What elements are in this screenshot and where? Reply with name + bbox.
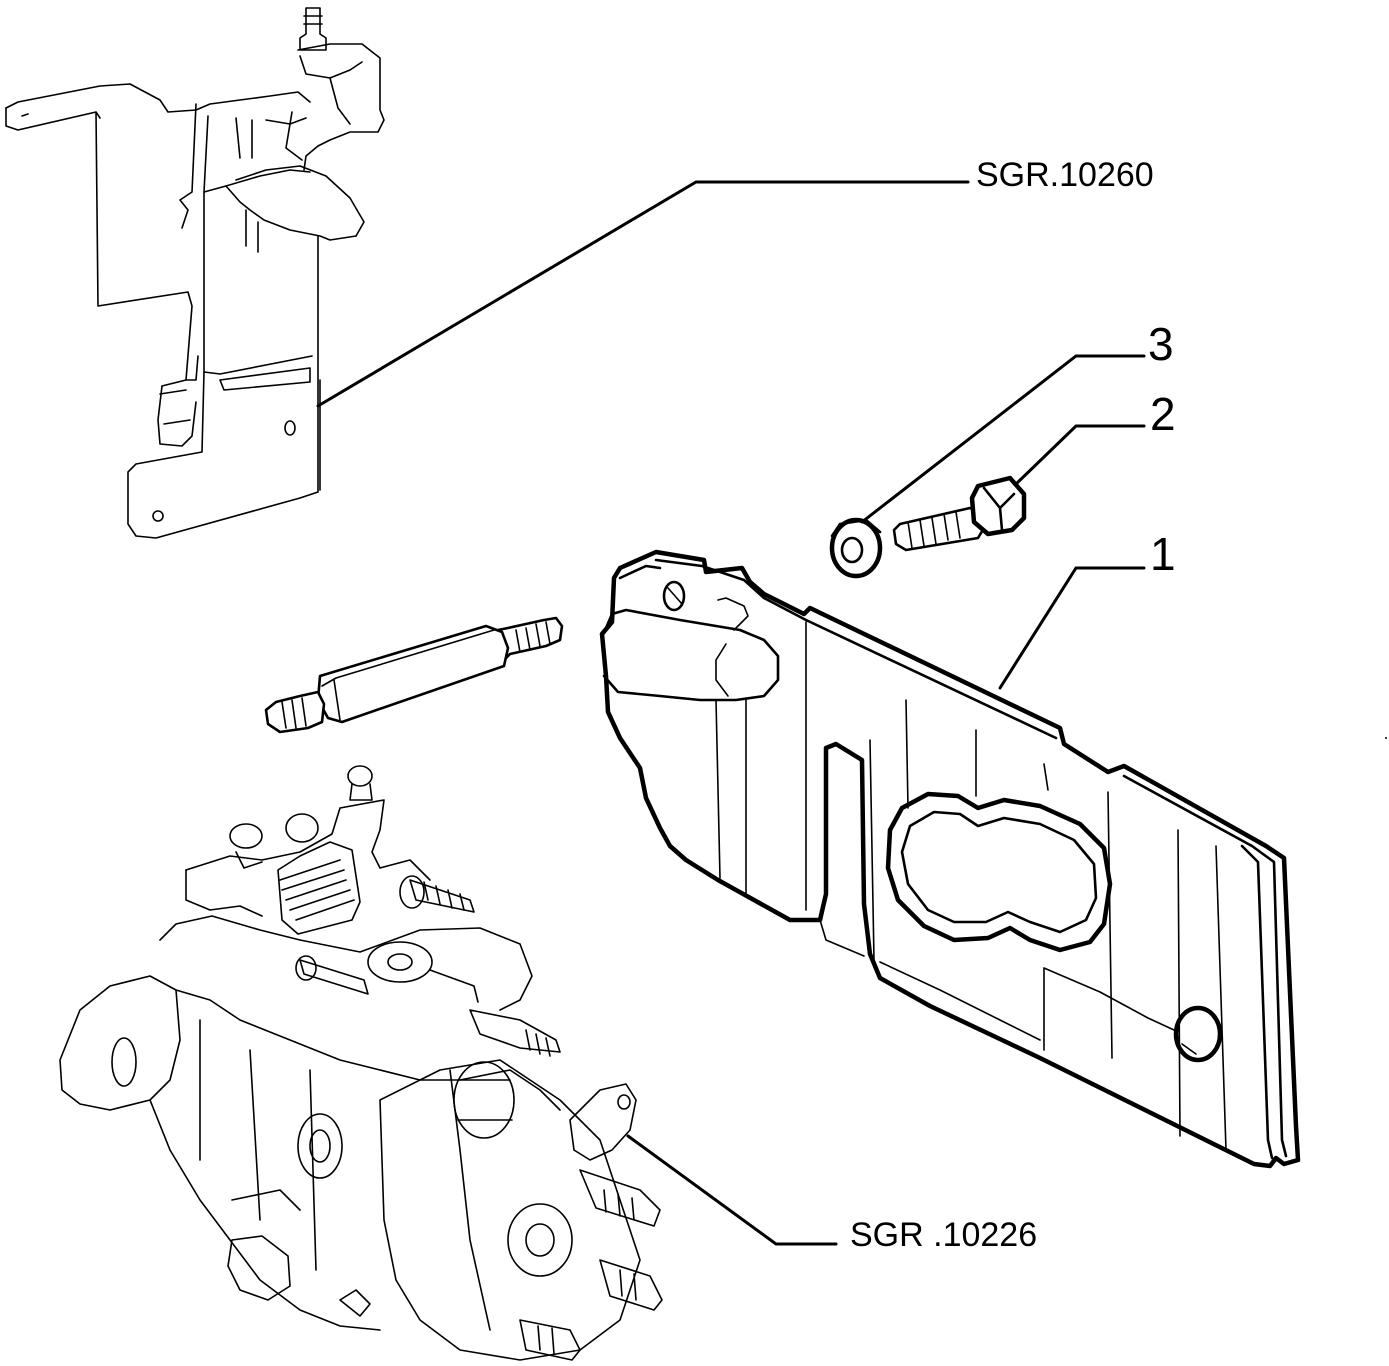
spacer-stud: [264, 616, 564, 734]
injection-pump: [59, 765, 663, 1361]
bolt-part-2: [892, 475, 1027, 552]
callout-ref-bracket: SGR.10260: [976, 156, 1154, 194]
callout-ref-pump: SGR .10226: [850, 1216, 1037, 1254]
callout-part-3: 3: [1148, 318, 1174, 370]
washer-part-3: [829, 517, 883, 579]
callout-part-2: 2: [1150, 388, 1176, 440]
leader-line-part-1: [998, 566, 1146, 690]
leader-line-sgr-10226: [626, 1134, 838, 1246]
gasket-plate-part-1: [599, 549, 1301, 1169]
stray-dot: [1385, 737, 1387, 739]
leader-line-part-2: [1014, 424, 1146, 486]
mounting-bracket: [5, 7, 385, 539]
leader-line-sgr-10260: [316, 180, 970, 408]
callout-part-1: 1: [1150, 528, 1176, 580]
leader-line-part-3: [860, 354, 1146, 524]
